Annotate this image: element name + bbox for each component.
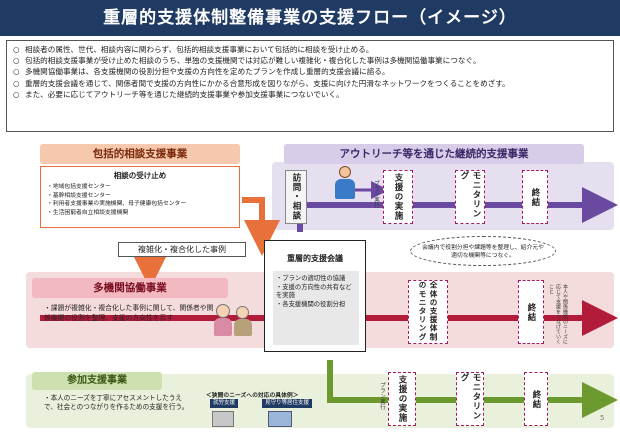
housing-support-tag: 見守り等居住支援: [262, 399, 313, 408]
step-label: 支援の実施: [397, 375, 407, 423]
meeting-items: ・プランの適切性の協議 ・支援の方向性の共有などを実施 ・各支援機関の役割分担: [273, 271, 359, 345]
consult-header: 包括的相談支援事業: [40, 144, 240, 164]
list-item-text: 生活困窮者自立相談支援機関: [52, 209, 129, 216]
employment-support-tag: 就労支援: [210, 399, 239, 408]
people-icon: [214, 304, 254, 338]
participation-flow-line: [327, 360, 618, 418]
intro-text: また、必要に応じてアウトリーチ等を通じた継続的支援事業や参加支援事業につないでい…: [25, 89, 344, 99]
multi-header: 多機関協働事業: [32, 278, 228, 298]
participation-monitoring-step: モニタリング: [456, 372, 484, 426]
outreach-end-step: 終結: [522, 170, 548, 224]
consult-list: ・地域包括支援センター ・基幹相談支援センター ・利用者支援事業の実施機関、母子…: [41, 181, 239, 219]
list-item: ・利用者支援事業の実施機関、母子健康包括センター: [47, 201, 187, 207]
page-number: 5: [600, 414, 605, 422]
outreach-band: [272, 162, 614, 230]
outreach-header: アウトリーチ等を通じた継続的支援事業: [284, 144, 584, 164]
list-item: ・地域包括支援センター: [47, 184, 111, 190]
plan-exec-tag: プラン実行: [379, 382, 385, 410]
list-item-text: 利用者支援事業の実施機関、母子健康包括センター: [52, 201, 187, 207]
bullet-icon: ○: [13, 45, 20, 54]
bullet-icon: ○: [13, 56, 20, 66]
example-caption: ＜狭間のニーズへの対応の具体例＞: [206, 393, 299, 399]
participation-end-step: 終結: [524, 372, 548, 426]
consult-box-title: 相談の受け止め: [113, 171, 167, 180]
list-item-text: 基幹相談支援センター: [52, 192, 111, 199]
consult-to-meeting-arrow: [242, 197, 280, 256]
outreach-monitoring-step: モニタリング: [455, 170, 485, 224]
page-title: 重層的支援体制整備事業の支援フロー（イメージ）: [0, 0, 620, 36]
step-label: モニタリング: [459, 373, 481, 421]
intro-text: 多機関協働事業は、各支援機関の役割分担や支援の方向性を定めたプランを作成し重層的…: [25, 67, 390, 77]
meeting-item: ・プランの適切性の協議: [276, 275, 346, 282]
meeting-note-bubble: 会議内で役割分担や課題等を整理し、紹介元や適切な機関等につなぐ。: [410, 236, 556, 266]
intro-text: 相談者の属性、世代、相談内容に関わらず、包括的相談支援事業において包括的に相談を…: [25, 45, 374, 54]
bullet-icon: ○: [13, 89, 20, 99]
step-label: モニタリング: [459, 171, 481, 219]
intro-row: ○ 包括的相談支援事業が受け止めた相談のうち、単独の支援機関では対応が難しい複雑化…: [13, 55, 607, 66]
step-label: 終結: [526, 302, 536, 322]
bullet-icon: ○: [13, 78, 20, 88]
participation-header: 参加支援事業: [32, 372, 162, 390]
step-label: 全体の支援体制のモニタリング: [418, 281, 438, 342]
meeting-box: 重層的支援会議 ・プランの適切性の協議 ・支援の方向性の共有などを実施 ・各支援…: [264, 240, 366, 352]
plan-exec-tag: プラン実行: [373, 180, 379, 208]
meeting-item: ・各支援機関の役割分担: [276, 300, 346, 308]
intro-row: ○ 重層的支援会議を通じて、関係者間で支援の方向性にかかる合意形成を図りながら、支…: [13, 78, 607, 89]
participation-note: ・本人のニーズを丁寧にアセスメントしたうえで、社会とのつながりを作るための支援を…: [44, 394, 189, 411]
complex-case-label: 複雑化・複合化した事例: [118, 242, 246, 257]
intro-panel: ○ 相談者の属性、世代、相談内容に関わらず、包括的相談支援事業において包括的に相談…: [6, 40, 614, 132]
list-item-text: 地域包括支援センター: [52, 184, 111, 190]
step-label: 終結: [530, 187, 540, 207]
multi-note-text: 課題が複雑化・複合化した事例に関して、関係者や関係機関の役割を整理、支援の方向性…: [44, 304, 214, 322]
list-item: ・生活困窮者自立相談支援機関: [47, 209, 129, 216]
step-label: 支援の実施: [393, 173, 403, 221]
participation-support-step: 支援の実施: [388, 372, 416, 426]
building-icon: [212, 411, 234, 427]
intro-row: ○ 多機関協働事業は、各支援機関の役割分担や支援の方向性を定めたプランを作成し重層…: [13, 66, 607, 77]
consult-box: 相談の受け止め ・地域包括支援センター ・基幹相談支援センター ・利用者支援事業…: [40, 166, 240, 228]
intro-row: ○ また、必要に応じてアウトリーチ等を通じた継続的支援事業や参加支援事業につないで…: [13, 89, 607, 100]
meeting-item-text: 支援の方向性の共有などを実施: [276, 283, 352, 300]
meeting-item-text: 各支援機関の役割分担: [282, 300, 346, 308]
intro-text: 重層的支援会議を通じて、関係者間で支援の方向性にかかる合意形成を図りながら、支援…: [25, 78, 510, 88]
step-label: 訪問・相談: [291, 173, 301, 221]
outreach-flow-line: [297, 187, 618, 232]
outreach-support-step: 支援の実施: [383, 170, 413, 224]
meeting-title: 重層的支援会議: [287, 254, 343, 263]
intro-row: ○ 相談者の属性、世代、相談内容に関わらず、包括的相談支援事業において包括的に相談…: [13, 44, 607, 55]
meeting-item: ・支援の方向性の共有などを実施: [276, 283, 352, 300]
multi-note: ・課題が複雑化・複合化した事例に関して、関係者や関係機関の役割を整理、支援の方向…: [44, 304, 214, 322]
multi-monitoring-step: 全体の支援体制のモニタリング: [408, 280, 448, 344]
participation-note-text: 本人のニーズを丁寧にアセスメントしたうえで、社会とのつながりを作るための支援を行…: [44, 394, 189, 411]
list-item: ・基幹相談支援センター: [47, 192, 111, 199]
step-label: 終結: [531, 389, 541, 409]
outreach-visit-step: 訪問・相談: [285, 170, 307, 224]
multi-end-step: 終結: [518, 280, 544, 344]
house-icon: [268, 411, 292, 427]
meeting-item-text: プランの適切性の協議: [282, 275, 346, 282]
multi-end-note: 本人や関係機関のニーズに応じて支援をつなげていくこと: [548, 284, 568, 344]
person-icon: [334, 166, 356, 202]
bullet-icon: ○: [13, 67, 20, 77]
intro-text: 包括的相談支援事業が受け止めた相談のうち、単独の支援機関では対応が難しい複雑化・…: [25, 56, 481, 66]
